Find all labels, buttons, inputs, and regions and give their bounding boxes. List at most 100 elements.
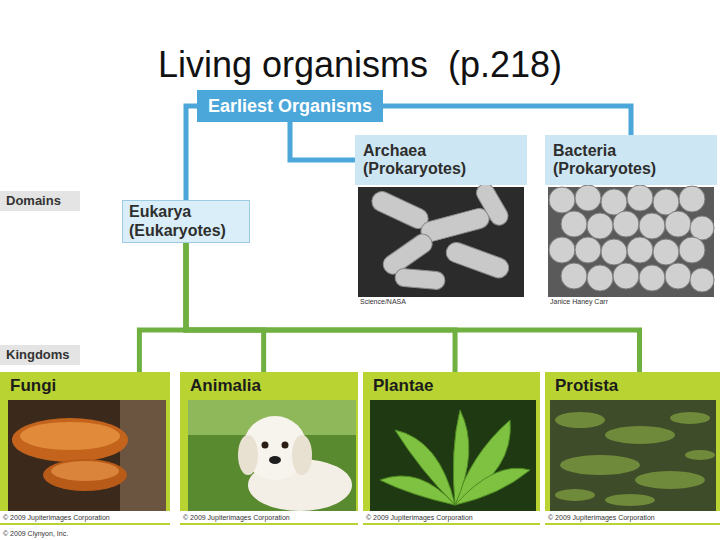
illustration-part	[549, 187, 575, 213]
connector-line	[139, 243, 186, 372]
kingdom-box: Fungi	[0, 372, 170, 400]
level-band: Kingdoms	[0, 345, 80, 365]
illustration-part	[587, 265, 613, 291]
illustration-part	[561, 263, 587, 289]
node-text: Archaea (Prokaryotes)	[363, 142, 519, 179]
illustration-part	[665, 211, 691, 237]
leaves	[380, 410, 530, 505]
credit-strip	[545, 511, 720, 523]
illustration-part	[455, 468, 530, 505]
illustration-part	[690, 216, 714, 240]
node-text: Fungi	[10, 376, 160, 396]
fungi-photo	[8, 400, 166, 511]
illustration-part	[269, 456, 281, 464]
illustration-part	[627, 185, 653, 211]
kingdom-panel	[545, 372, 720, 525]
illustration-part	[679, 186, 705, 212]
kingdom-box: Protista	[545, 372, 720, 400]
archaea-cells	[369, 180, 512, 290]
illustration-part	[665, 263, 691, 289]
root-box: Earliest Organisms	[197, 90, 383, 122]
illustration-part	[369, 188, 432, 231]
photo-credit: © 2009 Jupiterimages Corporation	[3, 513, 110, 522]
illustration-part	[690, 268, 714, 292]
illustration-part	[575, 237, 601, 263]
connector-line	[383, 106, 631, 135]
node-text: Domains	[6, 194, 74, 209]
node-text: Eukarya (Eukaryotes)	[129, 203, 243, 240]
illustration-part	[51, 461, 119, 481]
photo-credit: © 2009 Jupiterimages Corporation	[183, 513, 290, 522]
domain-box: Bacteria (Prokaryotes)	[545, 135, 717, 185]
photo-credit: Janice Haney Carr	[550, 297, 608, 306]
connector-line	[186, 243, 455, 372]
illustration-part	[43, 459, 127, 491]
mushroom	[12, 418, 128, 491]
tree-bark	[120, 400, 166, 511]
credit-strip	[180, 511, 358, 523]
kingdom-box: Animalia	[180, 372, 358, 400]
node-text: Earliest Organisms	[203, 96, 377, 117]
node-text: Animalia	[190, 376, 348, 396]
connector-line	[186, 243, 264, 372]
illustration-part	[453, 410, 469, 505]
illustration-part	[473, 180, 511, 228]
illustration-part	[613, 263, 639, 289]
illustration-part	[549, 237, 575, 263]
illustration-part	[639, 265, 665, 291]
kingdom-panel	[0, 372, 170, 525]
illustration-part	[605, 494, 655, 506]
credit-strip	[0, 511, 170, 523]
dog	[238, 416, 352, 511]
connector-line	[186, 106, 197, 200]
illustration-part	[653, 239, 679, 265]
illustration-part	[613, 211, 639, 237]
illustration-part	[635, 471, 705, 489]
connector-line	[186, 243, 640, 372]
illustration-part	[670, 412, 710, 424]
illustration-part	[394, 268, 445, 290]
photo-credit: © 2009 Clynyon, Inc.	[3, 529, 68, 538]
node-text: Plantae	[373, 376, 530, 396]
illustration-part	[685, 450, 715, 460]
illustration-part	[679, 237, 705, 263]
illustration-part	[627, 237, 653, 263]
photo-frame	[545, 185, 717, 307]
illustration-part	[238, 435, 258, 475]
illustration-part	[639, 213, 665, 239]
illustration-part	[555, 412, 605, 428]
illustration-part	[605, 426, 675, 444]
illustration-part	[601, 239, 627, 265]
photo-credit: © 2009 Jupiterimages Corporation	[366, 513, 473, 522]
node-text: Bacteria (Prokaryotes)	[553, 142, 709, 179]
plantae-photo	[370, 400, 536, 511]
illustration-part	[560, 455, 640, 475]
credit-strip	[363, 511, 540, 523]
illustration-part	[561, 211, 587, 237]
photo-credit: © 2009 Jupiterimages Corporation	[548, 513, 655, 522]
photo-credit: Science/NASA	[360, 297, 406, 306]
illustration-part	[587, 213, 613, 239]
kingdom-panel	[363, 372, 540, 525]
title: Living organisms (p.218)	[0, 44, 720, 86]
connector-line	[290, 122, 355, 160]
domain-box: Eukarya (Eukaryotes)	[122, 200, 250, 243]
node-text: Protista	[555, 376, 710, 396]
illustration-part	[282, 442, 289, 449]
illustration-part	[262, 442, 269, 449]
algae	[555, 412, 715, 506]
domain-box: Archaea (Prokaryotes)	[355, 135, 527, 185]
illustration-part	[380, 476, 455, 505]
illustration-part	[20, 422, 120, 450]
level-band: Domains	[0, 191, 80, 211]
kingdom-box: Plantae	[363, 372, 540, 400]
illustration-part	[444, 240, 512, 281]
bacteria-cells	[549, 185, 714, 292]
illustration-part	[555, 489, 595, 501]
node-text: Kingdoms	[6, 348, 74, 363]
illustration-part	[292, 435, 312, 475]
protista-photo	[550, 400, 716, 511]
illustration-part	[12, 418, 128, 462]
